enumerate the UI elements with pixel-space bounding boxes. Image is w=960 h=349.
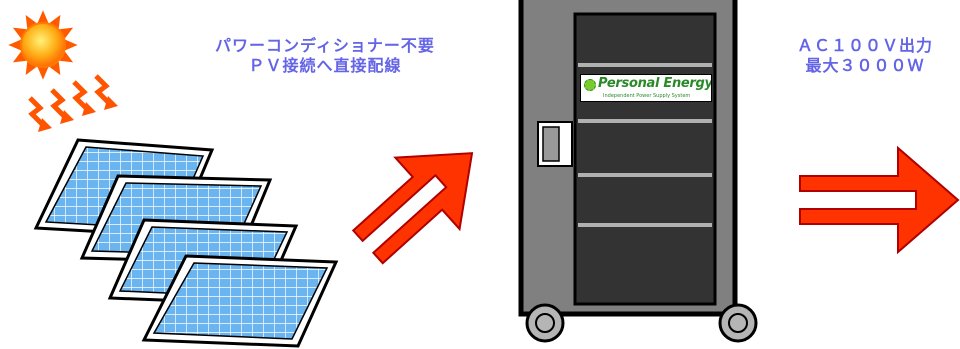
logo-mark-icon: [584, 79, 596, 91]
sun-icon: [5, 7, 81, 83]
thick-outline-arrow-icon: [351, 152, 474, 265]
input-caption-line1: パワーコンディショナー不要: [215, 36, 435, 55]
cabinet-handle: [537, 121, 573, 167]
input-caption: パワーコンディショナー不要 ＰＶ接続へ直接配線: [160, 36, 490, 76]
output-caption-line1: ＡＣ１００Ｖ出力: [796, 36, 933, 55]
solar-panel-stack: [33, 138, 339, 348]
brand-logo: Personal Energy Independent Power Supply…: [580, 74, 712, 102]
input-caption-line2: ＰＶ接続へ直接配線: [248, 56, 402, 75]
brand-tagline: Independent Power Supply System: [603, 93, 691, 99]
sunbeam-arrows-icon: [28, 74, 118, 132]
battery-cabinet: [518, 0, 758, 343]
cabinet-caster-left: [525, 303, 565, 343]
brand-name: Personal Energy: [598, 76, 712, 91]
output-caption-line2: 最大３０００Ｗ: [805, 56, 925, 75]
cabinet-caster-right: [718, 303, 758, 343]
cabinet-shelves: [578, 63, 712, 227]
output-caption: ＡＣ１００Ｖ出力 最大３０００Ｗ: [770, 36, 960, 76]
solar-panel-icon: [141, 254, 339, 348]
thick-outline-arrow-icon: [799, 145, 960, 255]
